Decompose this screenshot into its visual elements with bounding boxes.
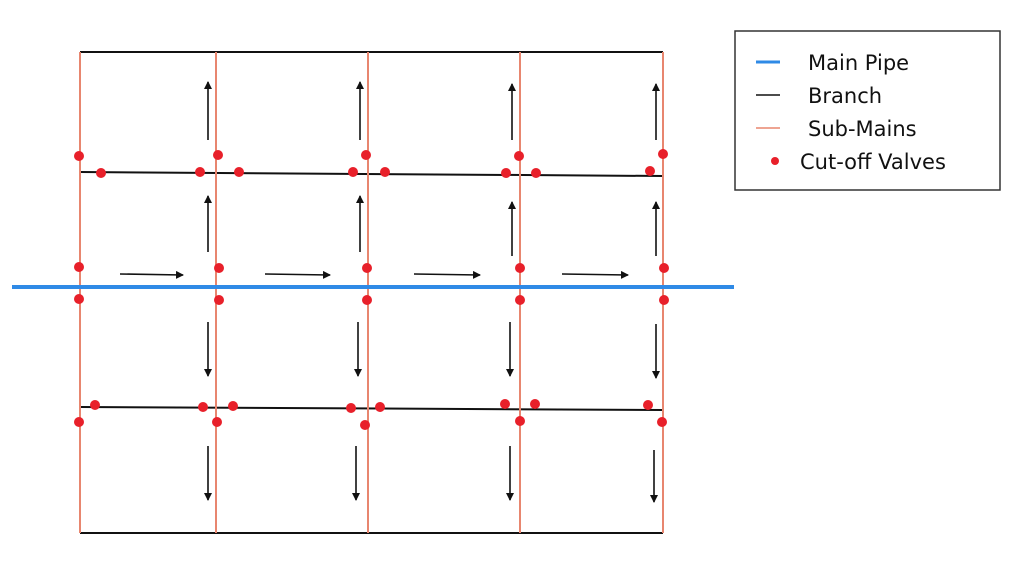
valve xyxy=(657,417,667,427)
valve xyxy=(659,295,669,305)
valve xyxy=(643,400,653,410)
valve xyxy=(375,402,385,412)
valve xyxy=(96,168,106,178)
legend-main-pipe-label: Main Pipe xyxy=(808,51,909,75)
legend-cut-off-valves-label: Cut-off Valves xyxy=(800,150,946,174)
valve xyxy=(213,150,223,160)
flow-arrows xyxy=(119,81,660,503)
branch-lines xyxy=(79,51,664,534)
valve xyxy=(198,402,208,412)
arrow-main-2 xyxy=(264,270,331,279)
valve xyxy=(500,399,510,409)
valve xyxy=(645,166,655,176)
valve xyxy=(74,151,84,161)
arrow-main-3 xyxy=(413,270,481,279)
arrow-main-1 xyxy=(119,270,184,279)
valve xyxy=(362,295,372,305)
legend-valve-swatch xyxy=(771,157,779,165)
valve xyxy=(348,167,358,177)
valve xyxy=(515,263,525,273)
valve xyxy=(515,416,525,426)
valve xyxy=(514,151,524,161)
legend-sub-mains-label: Sub-Mains xyxy=(808,117,917,141)
valve xyxy=(228,401,238,411)
valve xyxy=(74,262,84,272)
legend: Main Pipe Branch Sub-Mains Cut-off Valve… xyxy=(734,30,1001,191)
valve xyxy=(362,263,372,273)
sub-mains xyxy=(79,52,664,533)
valve xyxy=(214,295,224,305)
valve xyxy=(346,403,356,413)
valve xyxy=(659,263,669,273)
valve xyxy=(195,167,205,177)
legend-box xyxy=(734,30,1001,191)
valve xyxy=(74,294,84,304)
legend-branch-label: Branch xyxy=(808,84,882,108)
valve xyxy=(90,400,100,410)
valve xyxy=(515,295,525,305)
valve xyxy=(501,168,511,178)
valve xyxy=(380,167,390,177)
cut-off-valves xyxy=(74,149,669,430)
valve xyxy=(658,149,668,159)
valve xyxy=(530,399,540,409)
arrow-main-4 xyxy=(561,270,629,279)
upper-branch xyxy=(79,171,664,177)
valve xyxy=(360,420,370,430)
valve xyxy=(531,168,541,178)
valve xyxy=(234,167,244,177)
valve xyxy=(74,417,84,427)
valve xyxy=(214,263,224,273)
valve xyxy=(361,150,371,160)
valve xyxy=(212,417,222,427)
lower-branch xyxy=(79,406,664,411)
